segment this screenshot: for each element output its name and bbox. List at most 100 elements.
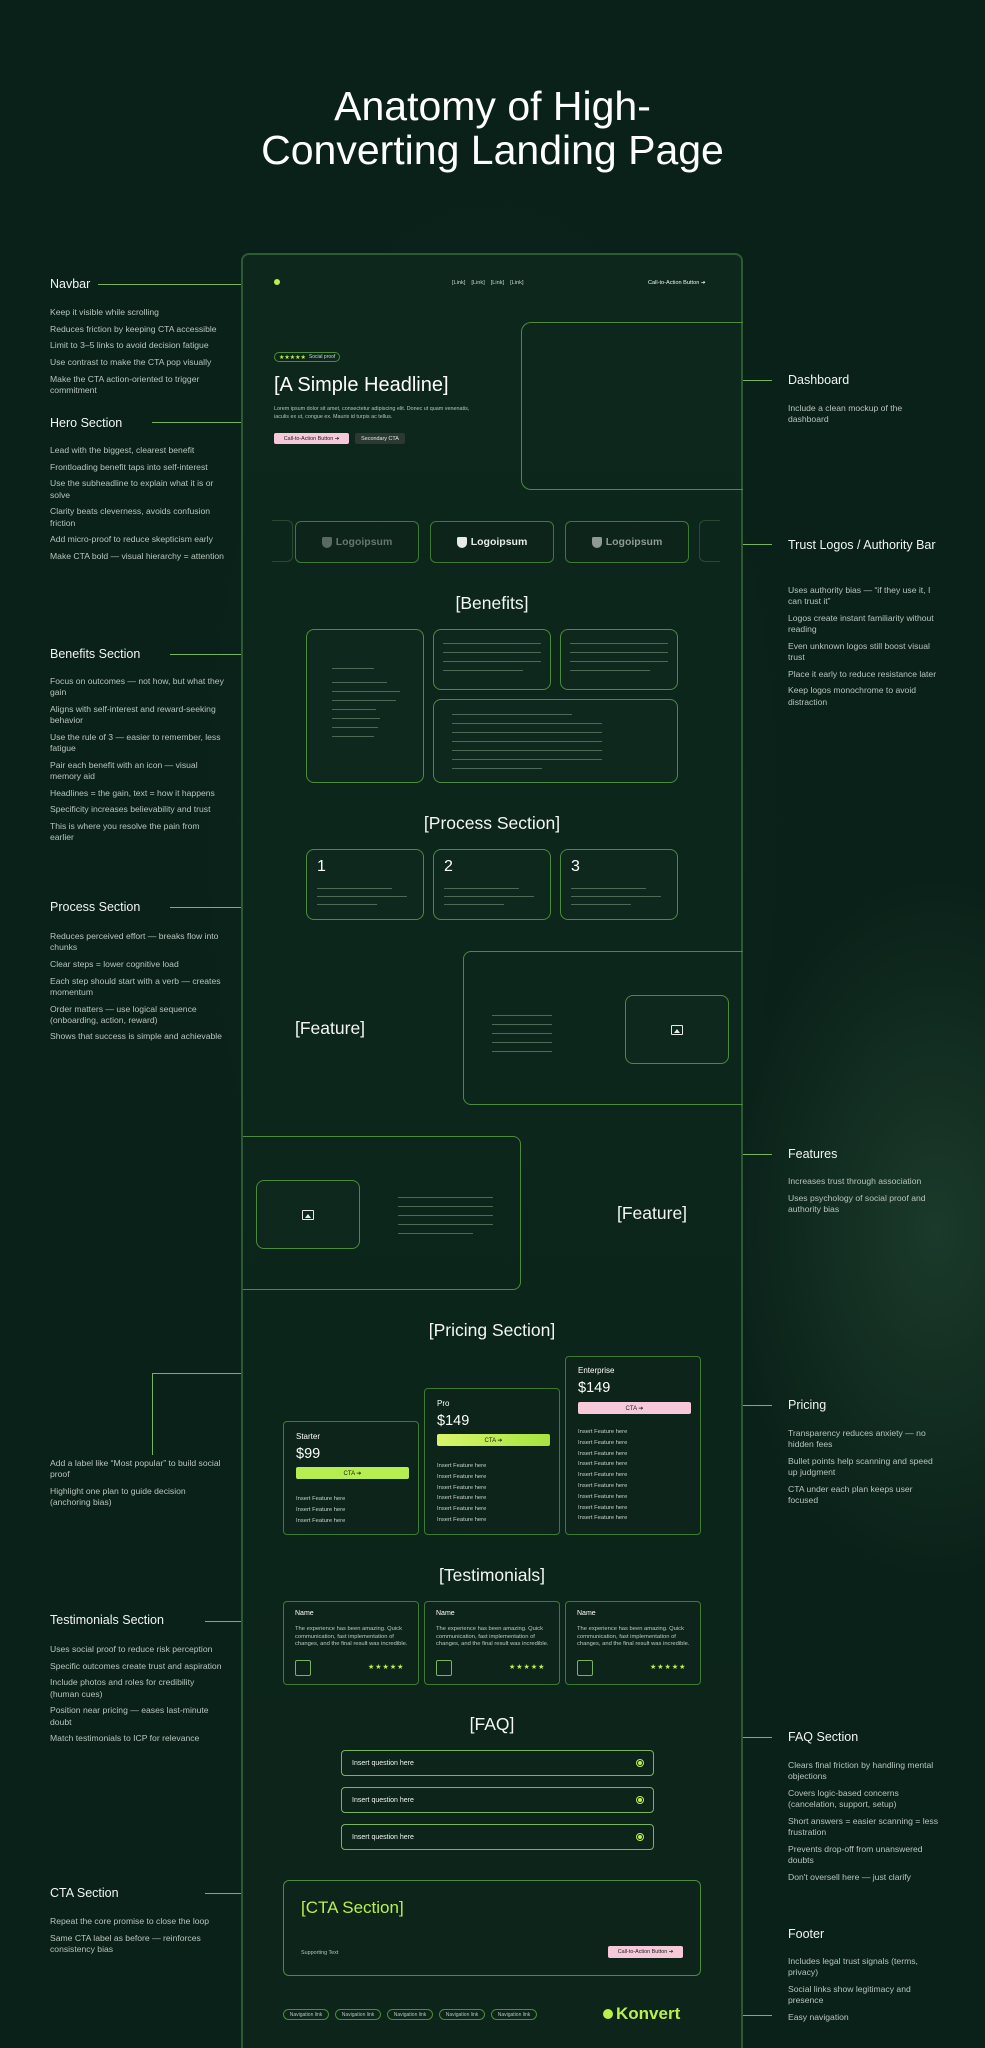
- nav-link[interactable]: [Link]: [490, 280, 505, 286]
- process-connector: [170, 907, 263, 908]
- benefit-card: [433, 699, 678, 783]
- nav-logo-dot: [274, 279, 280, 285]
- faq-heading: [FAQ]: [469, 1714, 515, 1734]
- cta-annotation-title: CTA Section: [50, 1886, 119, 1900]
- testimonial-name: Name: [295, 1610, 314, 1617]
- benefits-connector: [170, 654, 263, 655]
- rating-stars: ★★★★★: [509, 1664, 546, 1671]
- process-notes: Reduces perceived effort — breaks flow i…: [50, 931, 222, 1042]
- brand-mark-icon: [603, 2009, 613, 2019]
- avatar: [577, 1660, 593, 1676]
- trust-connector: [727, 544, 772, 545]
- plan-price: $149: [578, 1380, 611, 1396]
- logo-card: Logoipsum: [295, 521, 419, 563]
- faq-notes: Clears final friction by handling mental…: [788, 1760, 938, 1882]
- benefit-card: [433, 629, 551, 690]
- footer-annotation-title: Footer: [788, 1927, 825, 1941]
- testimonial-quote: The experience has been amazing. Quick c…: [295, 1626, 408, 1648]
- plan-price: $149: [437, 1413, 470, 1429]
- footer-connector: [715, 2015, 772, 2016]
- plan-price: $99: [296, 1446, 321, 1462]
- hero-headline: [A Simple Headline]: [274, 374, 449, 396]
- cta-section-button[interactable]: Call-to-Action Button ➔: [608, 1946, 683, 1958]
- pricing-heading: [Pricing Section]: [428, 1320, 556, 1340]
- faq-item[interactable]: Insert question here: [341, 1750, 654, 1776]
- process-step-card: 2: [433, 849, 551, 920]
- plan-cta[interactable]: CTA ➔: [296, 1467, 409, 1479]
- faq-item[interactable]: Insert question here: [341, 1787, 654, 1813]
- testimonials-annotation-title: Testimonials Section: [50, 1613, 164, 1627]
- logo-card: Logoipsum: [565, 521, 689, 563]
- brand-logo: Konvert: [603, 2004, 680, 2024]
- testimonials-notes: Uses social proof to reduce risk percept…: [50, 1644, 222, 1744]
- hero-secondary-cta[interactable]: Secondary CTA: [355, 433, 405, 444]
- footer-nav-link[interactable]: Navigation link: [491, 2009, 537, 2020]
- pricing-left-connector: [152, 1373, 264, 1455]
- process-annotation-title: Process Section: [50, 900, 141, 914]
- footer-nav-link[interactable]: Navigation link: [439, 2009, 485, 2020]
- pricing-connector: [727, 1405, 772, 1406]
- faq-item[interactable]: Insert question here: [341, 1824, 654, 1850]
- step-number: 1: [317, 858, 326, 875]
- benefit-card: [560, 629, 678, 690]
- cta-heading: [CTA Section]: [301, 1898, 404, 1917]
- hero-subheadline: Lorem ipsum dolor sit amet, consectetur …: [274, 406, 470, 420]
- expand-dot-icon: [637, 1797, 643, 1803]
- trust-annotation-title: Trust Logos / Authority Bar: [788, 538, 936, 552]
- benefits-notes: Focus on outcomes — not how, but what th…: [50, 676, 224, 843]
- testimonial-card: Name The experience has been amazing. Qu…: [565, 1601, 701, 1685]
- social-proof-badge: ★★★★★ Social proof: [274, 352, 341, 362]
- pricing-annotation-title: Pricing: [788, 1398, 827, 1412]
- plan-cta[interactable]: CTA ➔: [578, 1402, 691, 1414]
- nav-link[interactable]: [Link]: [452, 280, 466, 286]
- feature-label: [Feature]: [617, 1203, 688, 1223]
- testimonial-quote: The experience has been amazing. Quick c…: [577, 1626, 690, 1648]
- feature-image: [256, 1180, 360, 1249]
- trust-notes: Uses authority bias — “if they use it, I…: [788, 585, 937, 707]
- testimonial-name: Name: [577, 1610, 596, 1617]
- features-annotation-title: Features: [788, 1147, 838, 1161]
- navbar-annotation-title: Navbar: [50, 277, 91, 291]
- avatar: [295, 1660, 311, 1676]
- cta-notes: Repeat the core promise to close the loo…: [50, 1916, 210, 1954]
- feature-label: [Feature]: [295, 1018, 366, 1038]
- testimonial-quote: The experience has been amazing. Quick c…: [436, 1626, 549, 1648]
- hero-cta-button[interactable]: Call-to-Action Button ➔: [274, 433, 349, 444]
- plan-name: Pro: [437, 1399, 450, 1408]
- feature-card: [463, 951, 743, 1105]
- footer-nav-link[interactable]: Navigation link: [335, 2009, 381, 2020]
- step-number: 2: [444, 858, 453, 875]
- navbar-connector: [98, 284, 270, 285]
- testimonials-connector: [205, 1621, 263, 1622]
- image-icon: [302, 1209, 314, 1220]
- plan-cta[interactable]: CTA ➔: [437, 1434, 550, 1446]
- process-heading: [Process Section]: [423, 813, 561, 833]
- pricing-notes: Transparency reduces anxiety — no hidden…: [788, 1428, 933, 1506]
- nav-link[interactable]: [Link]: [471, 280, 485, 286]
- logo-icon: [321, 536, 332, 548]
- hero-annotation-title: Hero Section: [50, 416, 123, 430]
- process-step-card: 1: [306, 849, 424, 920]
- dashboard-connector: [727, 380, 772, 381]
- footer-nav-link[interactable]: Navigation link: [387, 2009, 433, 2020]
- benefits-heading: [Benefits]: [455, 593, 529, 613]
- logo-icon: [591, 536, 602, 548]
- cta-section-card: [CTA Section] Supporting Text Call-to-Ac…: [283, 1880, 701, 1976]
- footer-nav-link[interactable]: Navigation link: [283, 2009, 329, 2020]
- rating-stars: ★★★★★: [650, 1664, 687, 1671]
- testimonial-card: Name The experience has been amazing. Qu…: [424, 1601, 560, 1685]
- nav-link[interactable]: [Link]: [510, 280, 524, 286]
- nav-cta[interactable]: Call-to-Action Button ➔: [648, 280, 706, 286]
- plan-name: Enterprise: [578, 1366, 615, 1375]
- expand-dot-icon: [637, 1834, 643, 1840]
- faq-annotation-title: FAQ Section: [788, 1730, 859, 1744]
- avatar: [436, 1660, 452, 1676]
- cta-connector: [205, 1893, 263, 1894]
- plan-name: Starter: [296, 1432, 321, 1441]
- rating-stars: ★★★★★: [368, 1664, 405, 1671]
